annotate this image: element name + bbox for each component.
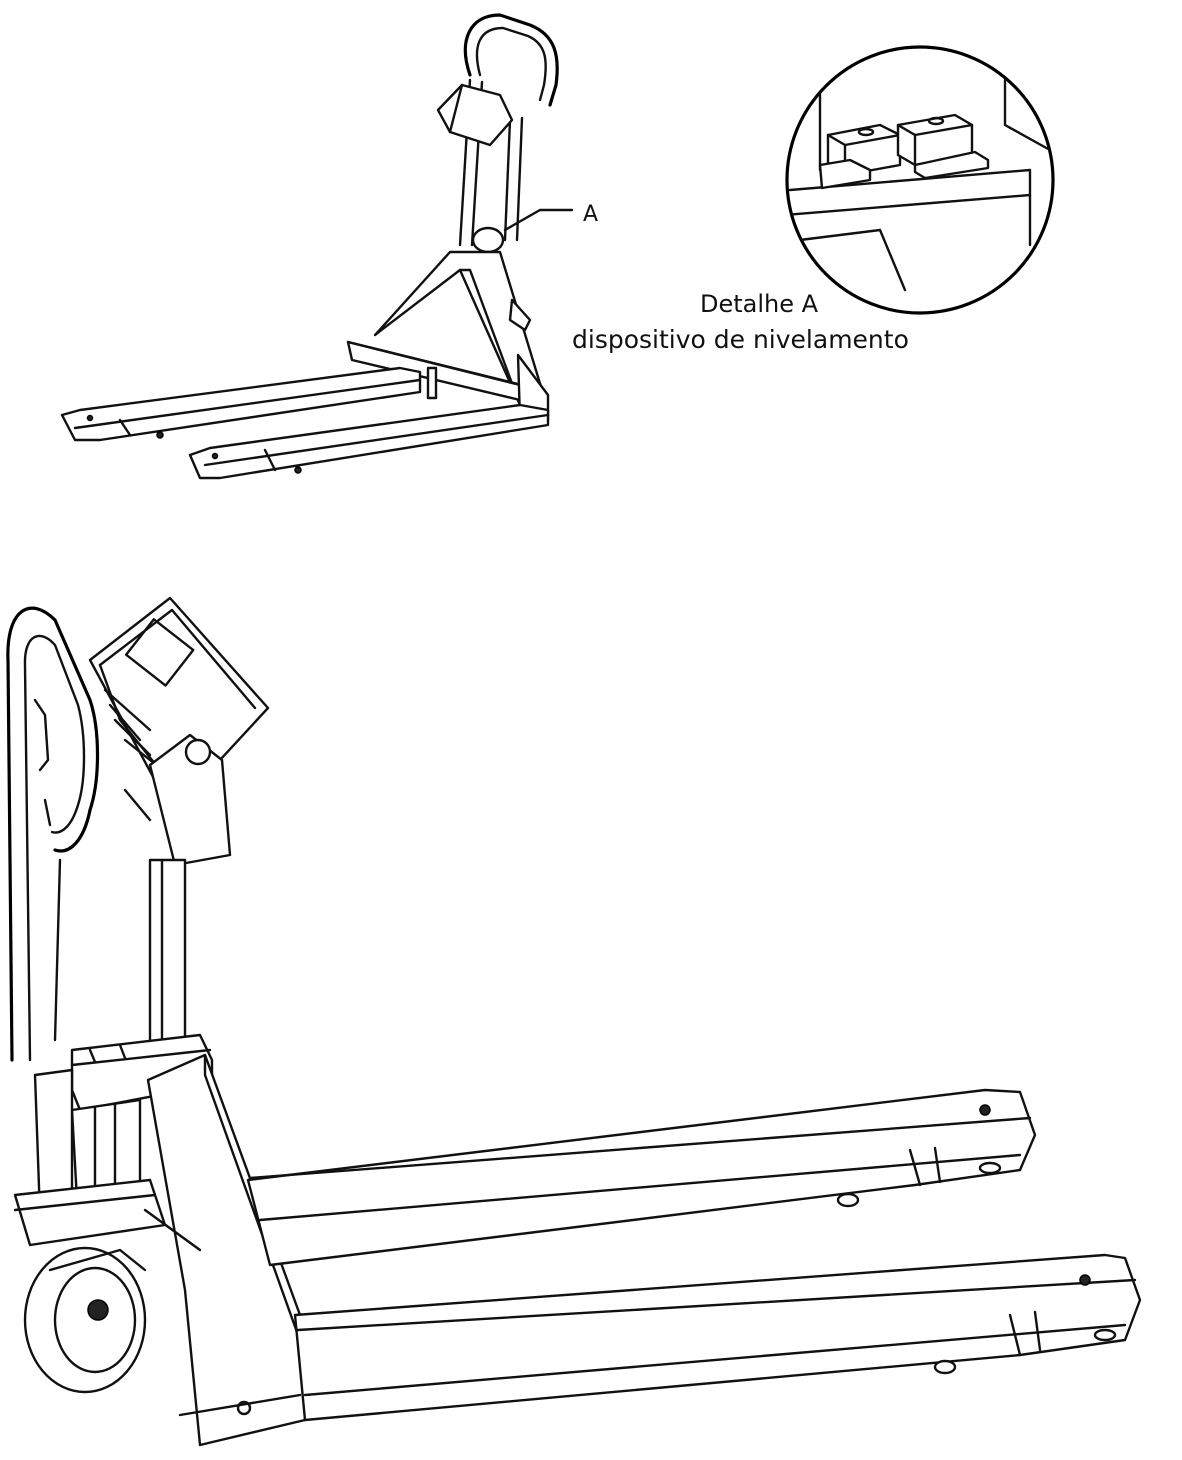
scale-indicator [88,596,270,814]
large-fork-front [293,1253,1142,1422]
detail-subtitle: dispositivo de nivelamento [572,325,909,354]
detail-title: Detalhe A [700,290,819,318]
large-handle [6,606,100,1062]
steering-wheel [23,1246,147,1394]
mast-column [148,858,187,1047]
detail-ring-a [471,226,505,254]
small-indicator [436,83,514,147]
indicator-mount [148,733,232,867]
callout-leader [503,208,574,232]
detail-circle [785,45,1055,315]
detail-a-view [785,45,1055,315]
small-handle [463,13,559,107]
callout-marker: A [583,202,598,227]
large-pallet-truck [6,596,1142,1447]
small-pallet-truck [60,13,574,480]
chassis-base [13,1178,167,1247]
